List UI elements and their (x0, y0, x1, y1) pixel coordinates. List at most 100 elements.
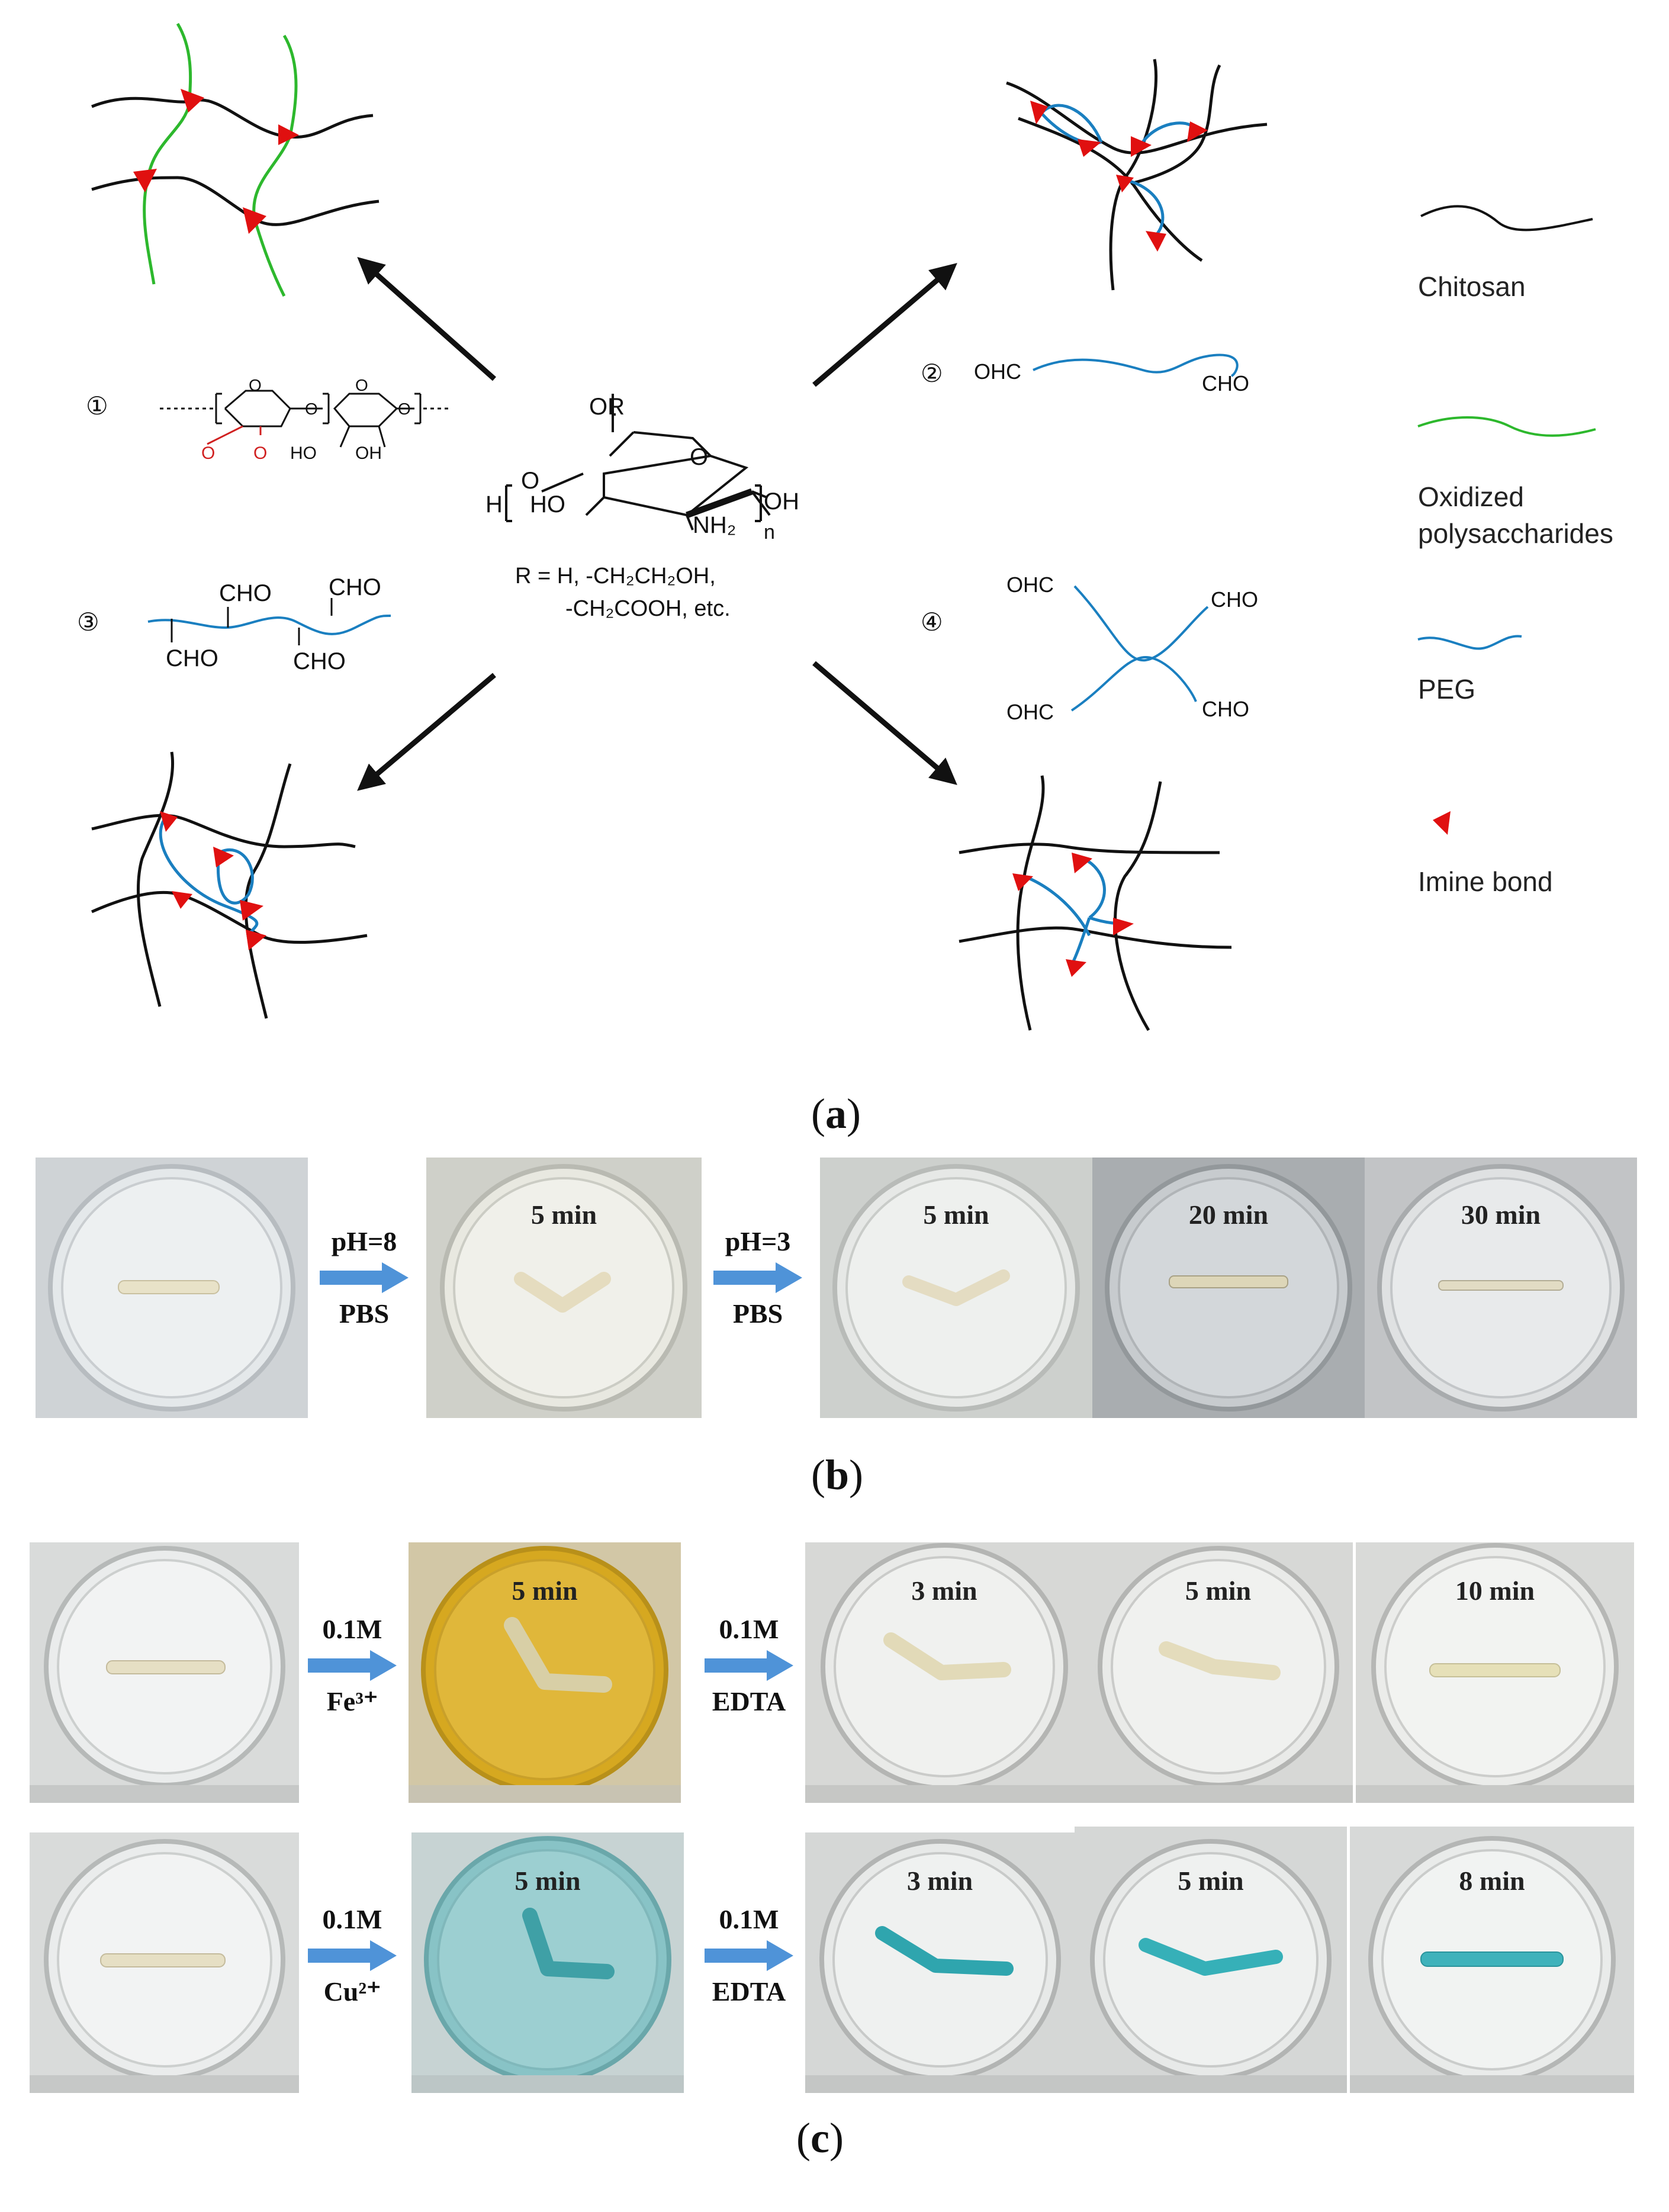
arrow-b1-icon (320, 1262, 409, 1293)
peg3-cho-1: CHO (219, 580, 272, 606)
time-c1-1: 5 min (512, 1576, 578, 1606)
legend-oxidized-line (1417, 416, 1596, 437)
photo-b-ph3-5min: 5 min (820, 1158, 1092, 1418)
time-c2-1: 5 min (514, 1866, 581, 1896)
arrow-c1b-top: 0.1M (719, 1614, 779, 1644)
legend-peg-label: PEG (1418, 674, 1475, 705)
chitosan-nh2: NH₂ (693, 512, 736, 538)
photo-b-initial (36, 1158, 308, 1418)
arrow-b2-icon (713, 1262, 802, 1293)
hydrogel-c2-edta3 (875, 1926, 1014, 1976)
arrow-c1a: 0.1M Fe³⁺ (302, 1613, 403, 1718)
struct1-aldehyde-o-2: O (253, 443, 267, 463)
chitosan-n: n (764, 521, 775, 544)
legend-peg-line (1417, 635, 1522, 650)
arrow-c2b: 0.1M EDTA (699, 1904, 799, 2008)
network-4arm-peg (959, 775, 1232, 1031)
chitosan-structure (505, 394, 771, 531)
peg3-cho-4: CHO (293, 648, 346, 674)
struct1-o: O (249, 376, 262, 394)
time-b-1: 5 min (530, 1200, 597, 1230)
time-c1-3: 5 min (1185, 1576, 1252, 1606)
time-c1-4: 10 min (1455, 1576, 1535, 1606)
chitosan-ring-o: O (690, 444, 708, 470)
scheme-number-3: ③ (77, 608, 99, 636)
chitosan-ho: HO (530, 491, 565, 517)
time-c2-4: 8 min (1459, 1866, 1525, 1896)
peg4-tr: CHO (1211, 587, 1258, 612)
peg4-br: CHO (1202, 697, 1249, 721)
arrow-c1a-bottom: Fe³⁺ (326, 1686, 378, 1716)
arrow-b1-bottom: PBS (339, 1298, 390, 1329)
arrow-c2a: 0.1M Cu²⁺ (302, 1904, 403, 2008)
arrow-c2b-bottom: EDTA (712, 1976, 786, 2007)
arrow-c2b-icon (705, 1940, 793, 1971)
hydrogel-scheme: ① ② ③ ④ O O O O O O HO OH (77, 22, 1613, 1031)
network-peg-2 (1006, 59, 1268, 291)
photo-c1-edta-10min: 10 min (1356, 1542, 1634, 1803)
scheme-number-4: ④ (921, 608, 943, 636)
chitosan-h: H (485, 491, 503, 517)
photo-c2-initial (30, 1832, 299, 2093)
imine-bonds-4 (1012, 853, 1134, 977)
chitosan-oh: OH (764, 488, 799, 515)
arrow-c1b-icon (705, 1650, 793, 1681)
panel-label-b-letter: b (825, 1451, 850, 1499)
photo-c2-edta-8min: 8 min (1350, 1827, 1634, 2093)
arrow-c1a-top: 0.1M (322, 1614, 382, 1644)
photo-c1-initial (30, 1542, 299, 1803)
panel-label-c-letter: c (810, 2114, 829, 2162)
network-peg-3 (91, 751, 368, 1019)
imine-bonds-1 (133, 89, 299, 234)
hydrogel-c1-edta3 (883, 1632, 1011, 1680)
arrow-c2a-top: 0.1M (322, 1904, 382, 1934)
time-c2-2: 3 min (906, 1866, 973, 1896)
legend-oxidized-label-line1: Oxidized (1418, 481, 1524, 512)
legend-chitosan-line (1420, 205, 1593, 232)
peg4-bl: OHC (1006, 700, 1054, 724)
struct1-o-link: O (305, 400, 318, 418)
arrow-b2-bottom: PBS (732, 1298, 783, 1329)
arrow-b1-top: pH=8 (331, 1226, 397, 1256)
peg3-cho-2: CHO (329, 574, 381, 600)
r-group-line2: -CH₂COOH, etc. (565, 596, 731, 621)
legend-imine-label: Imine bond (1418, 866, 1553, 897)
time-b-2: 5 min (923, 1200, 989, 1230)
scheme-number-2: ② (921, 359, 943, 387)
struct1-o-ring: O (355, 376, 368, 394)
chitosan-o-left: O (521, 468, 539, 494)
imine-bonds-3 (160, 811, 266, 950)
legend-oxidized-label-line2: polysaccharides (1418, 518, 1613, 549)
arrow-c1b: 0.1M EDTA (699, 1613, 799, 1718)
photo-c2-cu-5min: 5 min (411, 1832, 684, 2093)
struct1-oh: OH (355, 443, 382, 463)
network-oxidized-polysaccharide (91, 22, 380, 297)
time-b-4: 30 min (1461, 1200, 1541, 1230)
hydrogel-c2-cu (522, 1908, 615, 1979)
peg-multialdehyde-3: CHO CHO CHO CHO (147, 574, 391, 674)
peg2-right: CHO (1202, 371, 1249, 396)
arrow-c1b-bottom: EDTA (712, 1686, 786, 1716)
panel-label-a: (a) (811, 1090, 861, 1137)
struct1-aldehyde-o-1: O (201, 443, 215, 463)
chitosan-or: OR (589, 394, 625, 420)
peg-4arm-4: OHC CHO OHC CHO (1006, 573, 1258, 724)
arrow-b1: pH=8 PBS (314, 1226, 414, 1330)
peg-dialdehyde-2: OHC CHO (974, 353, 1249, 396)
struct1-o-link2: O (398, 400, 411, 418)
hydrogel-b-bent2 (902, 1269, 1010, 1306)
oxidized-polysaccharide-structure (160, 390, 450, 448)
legend: Chitosan Oxidized polysaccharides PEG Im… (1417, 205, 1613, 897)
panel-label-b: (b) (811, 1451, 864, 1499)
time-c1-2: 3 min (911, 1576, 977, 1606)
arrow-c1a-icon (308, 1650, 397, 1681)
reaction-arrows (357, 257, 957, 791)
legend-imine-icon (1433, 811, 1451, 835)
arrow-b2: pH=3 PBS (708, 1226, 808, 1330)
time-c2-3: 5 min (1178, 1866, 1244, 1896)
photo-c1-fe-5min: 5 min (409, 1542, 681, 1803)
imine-bonds-2 (1030, 101, 1208, 252)
photo-c1-edta-5min: 5 min (1083, 1542, 1353, 1803)
arrow-c2b-top: 0.1M (719, 1904, 779, 1934)
peg3-cho-3: CHO (166, 645, 218, 671)
